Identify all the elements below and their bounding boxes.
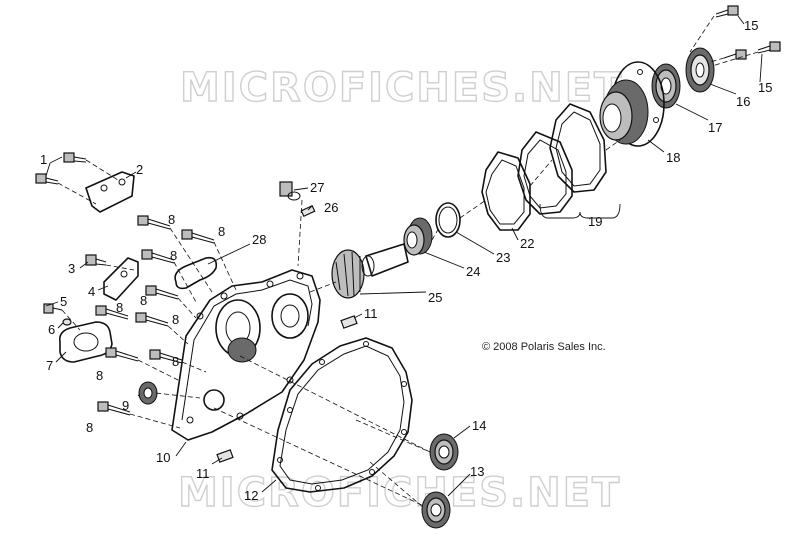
callout-15-b: 15: [758, 80, 772, 95]
bracket-2: [85, 171, 135, 213]
bolt-1-lower: [35, 173, 59, 185]
bolt-15-mid: [723, 49, 747, 60]
callout-27: 27: [310, 180, 324, 195]
callout-8-e: 8: [140, 293, 147, 308]
callout-24: 24: [466, 264, 480, 279]
callout-8-c: 8: [170, 248, 177, 263]
watermark-top: MICROFICHES.NET: [180, 65, 623, 111]
callout-9: 9: [122, 398, 129, 413]
housing-10: [171, 269, 321, 441]
alignment-dashes: [57, 15, 759, 509]
callout-8-i: 8: [86, 420, 93, 435]
callout-18: 18: [666, 150, 680, 165]
callout-26: 26: [324, 200, 338, 215]
callout-6: 6: [48, 322, 55, 337]
cover-7: [58, 321, 113, 363]
bearing-13: [421, 491, 451, 529]
cover-18: [599, 61, 665, 147]
callout-15-a: 15: [744, 18, 758, 33]
callout-4: 4: [88, 284, 95, 299]
watermark-bottom: MICROFICHES.NET: [178, 470, 621, 516]
bolt-1-upper: [63, 152, 87, 163]
gasket-19-b: [517, 131, 573, 215]
plate-4: [103, 257, 139, 301]
callout-1: 1: [40, 152, 47, 167]
bolt-5: [43, 303, 63, 314]
bearing-17: [651, 63, 681, 109]
gasket-12: [271, 337, 413, 493]
callout-13: 13: [470, 464, 484, 479]
dowel-11-lower: [216, 449, 234, 463]
callout-8-a: 8: [168, 212, 175, 227]
callout-8-g: 8: [96, 368, 103, 383]
seal-16: [685, 47, 715, 93]
callout-16: 16: [736, 94, 750, 109]
copyright-notice: © 2008 Polaris Sales Inc.: [482, 341, 606, 353]
callout-25: 25: [428, 290, 442, 305]
callout-19: 19: [588, 214, 602, 229]
callout-8-f: 8: [172, 312, 179, 327]
callout-14: 14: [472, 418, 486, 433]
bearing-14: [429, 433, 459, 471]
callout-3: 3: [68, 261, 75, 276]
plug-26: [300, 204, 316, 218]
callout-23: 23: [496, 250, 510, 265]
bolt-15-right: [757, 41, 781, 54]
gear-shaft-25: [331, 243, 409, 299]
callout-10: 10: [156, 450, 170, 465]
ring-23: [435, 202, 461, 238]
bolt-3: [85, 254, 107, 266]
callout-28: 28: [252, 232, 266, 247]
bolt-15-top: [715, 5, 739, 18]
leader-lines: [45, 15, 763, 497]
gasket-22: [481, 151, 531, 231]
callout-2: 2: [136, 162, 143, 177]
oring-28: [174, 256, 218, 290]
callout-8-h: 8: [172, 354, 179, 369]
callout-8-d: 8: [116, 300, 123, 315]
callout-17: 17: [708, 120, 722, 135]
bearing-24: [403, 217, 433, 256]
dowel-11-upper: [340, 315, 358, 329]
callout-8-b: 8: [218, 224, 225, 239]
bolts-8: [95, 215, 215, 416]
callout-11-a: 11: [364, 306, 378, 321]
callout-5: 5: [60, 294, 67, 309]
callout-22: 22: [520, 236, 534, 251]
callout-12: 12: [244, 488, 258, 503]
seal-9: [138, 381, 158, 405]
washer-6: [62, 318, 72, 326]
gasket-19-a: [549, 103, 607, 193]
callout-11-b: 11: [196, 466, 210, 481]
plug-27: [279, 181, 301, 201]
callout-7: 7: [46, 358, 53, 373]
